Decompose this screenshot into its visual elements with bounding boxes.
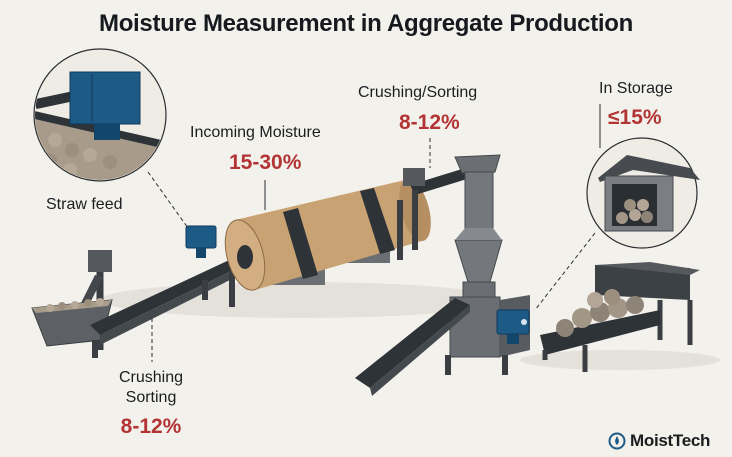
crushing-sorting-top-label: Crushing/Sorting <box>358 84 478 101</box>
crushing-bottom-label-line1: Crushing <box>118 369 184 386</box>
brand-name: MoistTech <box>630 431 711 450</box>
in-storage-value: ≤15% <box>608 106 662 129</box>
feed-hopper <box>31 250 113 350</box>
crushing-bottom-label-line2: Sorting <box>125 389 177 406</box>
leader-line-storage <box>534 232 596 311</box>
brand-logo: MoistTech <box>608 431 710 451</box>
discharge-conveyor <box>355 298 470 396</box>
incoming-moisture-label: Incoming Moisture <box>190 124 321 141</box>
inclined-conveyor-left <box>90 255 250 358</box>
rotary-dryer-drum <box>224 178 431 291</box>
moisture-sensor-1 <box>185 225 217 258</box>
crushing-bottom-value: 8-12% <box>120 415 182 438</box>
storage-conveyor <box>540 262 700 372</box>
incoming-moisture-value: 15-30% <box>229 151 302 174</box>
in-storage-label: In Storage <box>599 80 673 97</box>
moisture-drop-logo-icon <box>608 432 626 450</box>
leader-line-straw <box>147 171 189 229</box>
sensor-closeup-inset <box>33 48 167 182</box>
crushing-sorting-top-value: 8-12% <box>399 111 460 134</box>
page-title: Moisture Measurement in Aggregate Produc… <box>99 10 633 37</box>
straw-feed-label: Straw feed <box>46 196 123 213</box>
storage-shed-inset <box>586 137 700 249</box>
moisture-sensor-2 <box>496 309 530 344</box>
